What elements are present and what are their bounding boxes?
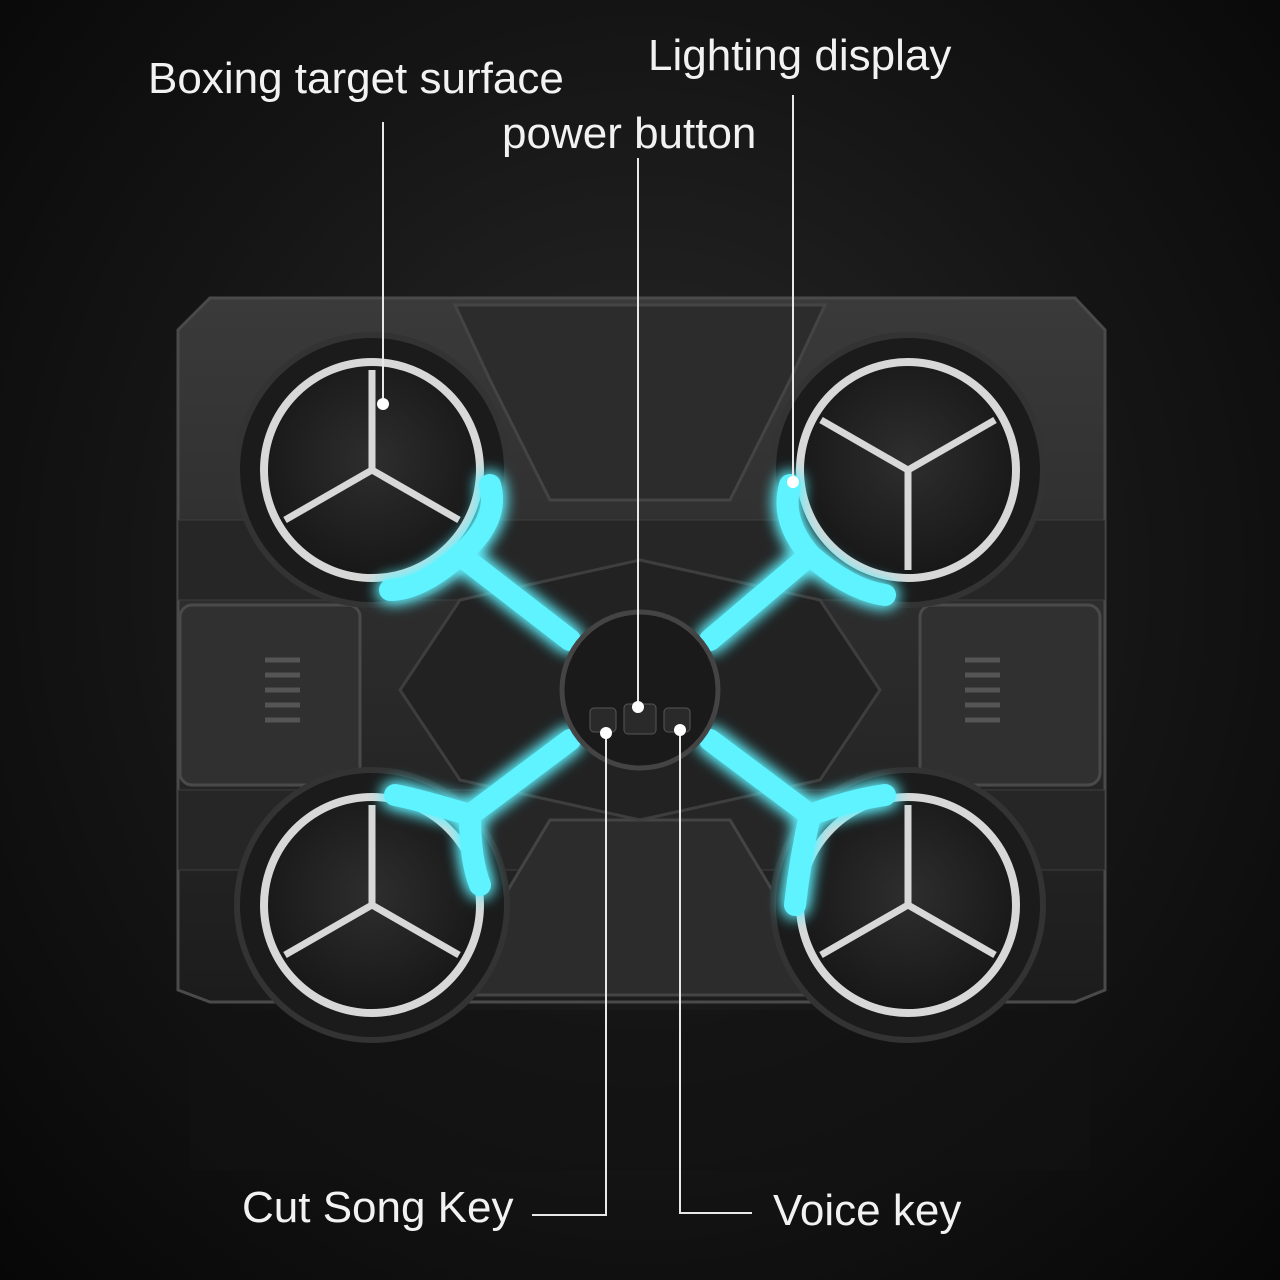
- target-bottom-left[interactable]: [234, 767, 510, 1043]
- target-top-left[interactable]: [234, 332, 510, 608]
- label-boxing-target-surface: Boxing target surface: [148, 54, 564, 103]
- left-grip: [178, 603, 362, 787]
- control-hub: [559, 609, 721, 771]
- label-cut-song-key: Cut Song Key: [242, 1183, 514, 1232]
- right-grip: [918, 603, 1102, 787]
- target-top-right[interactable]: [770, 332, 1046, 608]
- label-lighting-display: Lighting display: [648, 31, 951, 80]
- leader-lines: [377, 95, 799, 1216]
- label-voice-key: Voice key: [773, 1186, 961, 1235]
- label-power-button: power button: [502, 109, 756, 158]
- lighting-display: [379, 474, 896, 916]
